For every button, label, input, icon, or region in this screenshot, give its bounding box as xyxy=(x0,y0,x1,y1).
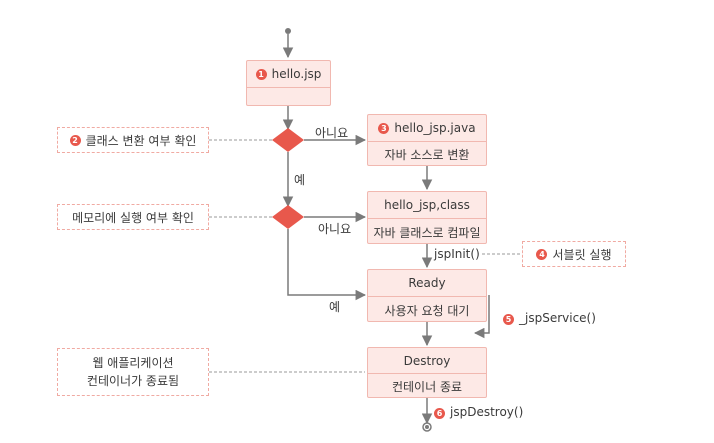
ready-box: Ready 사용자 요청 대기 xyxy=(367,269,487,322)
hello-jsp-java-divider xyxy=(368,141,486,142)
note-class-check-text: 클래스 변환 여부 확인 xyxy=(85,133,197,148)
hello-jsp-java-sub: 자바 소스로 변환 xyxy=(384,148,470,162)
step-1-badge: 1 xyxy=(255,68,267,80)
hello-jsp-class-sub: 자바 클래스로 컴파일 xyxy=(373,225,481,240)
note-container-end-line2: 컨테이너가 종료됨 xyxy=(86,374,180,388)
note-class-check: 2 클래스 변환 여부 확인 xyxy=(57,127,209,153)
destroy-title: Destroy xyxy=(403,353,451,368)
hello-jsp-box: 1 hello.jsp xyxy=(246,60,331,106)
destroy-sub: 컨테이너 종료 xyxy=(391,380,463,394)
note-container-end: 웹 애플리케이션 컨테이너가 종료됨 xyxy=(57,348,209,396)
hello-jsp-class-box: hello_jsp,class 자바 클래스로 컴파일 xyxy=(367,191,487,244)
label-no-2: 아니요 xyxy=(318,222,352,236)
hello-jsp-java-title: 3 hello_jsp.java xyxy=(368,115,486,141)
step-3-badge: 3 xyxy=(378,122,390,134)
ready-title: Ready xyxy=(408,276,446,290)
label-jspdestroy-text: jspDestroy() xyxy=(450,405,524,419)
step-6-badge: 6 xyxy=(434,408,445,419)
step-4-badge: 4 xyxy=(536,248,548,260)
hello-jsp-divider xyxy=(247,87,330,88)
label-jspservice: 5 _jspService() xyxy=(503,311,596,325)
decision-diamond-2 xyxy=(272,205,304,229)
hello-jsp-class-divider xyxy=(368,218,486,219)
ready-sub: 사용자 요청 대기 xyxy=(384,303,470,318)
step-2-badge: 2 xyxy=(69,134,81,146)
end-dot-inner xyxy=(425,425,429,429)
note-container-end-line1: 웹 애플리케이션 xyxy=(92,356,174,370)
destroy-divider xyxy=(368,373,486,374)
step-5-badge: 5 xyxy=(503,314,514,325)
decision-diamond-1 xyxy=(272,128,304,152)
start-dot xyxy=(285,28,291,34)
label-yes-2: 예 xyxy=(329,300,341,314)
note-servlet-run-text: 서블릿 실행 xyxy=(552,247,612,262)
note-memory-check-text: 메모리에 실행 여부 확인 xyxy=(72,210,194,225)
note-memory-check: 메모리에 실행 여부 확인 xyxy=(57,204,209,230)
ready-divider xyxy=(368,296,486,297)
hello-jsp-label: hello.jsp xyxy=(271,67,322,81)
arrow-yes-2 xyxy=(287,229,367,301)
label-yes-1: 예 xyxy=(294,173,306,187)
hello-jsp-java-label: hello_jsp.java xyxy=(394,121,476,135)
label-jspservice-text: _jspService() xyxy=(519,311,596,325)
destroy-box: Destroy 컨테이너 종료 xyxy=(367,347,487,398)
note-servlet-run: 4 서블릿 실행 xyxy=(522,241,626,267)
hello-jsp-java-box: 3 hello_jsp.java 자바 소스로 변환 xyxy=(367,114,487,166)
hello-jsp-title: 1 hello.jsp xyxy=(247,61,330,87)
hello-jsp-class-title: hello_jsp,class xyxy=(384,198,470,212)
label-jspinit: jspInit() xyxy=(434,247,480,261)
loop-jspservice xyxy=(473,295,490,339)
label-jspdestroy: 6 jspDestroy() xyxy=(434,405,523,419)
label-no-1: 아니요 xyxy=(315,126,349,140)
